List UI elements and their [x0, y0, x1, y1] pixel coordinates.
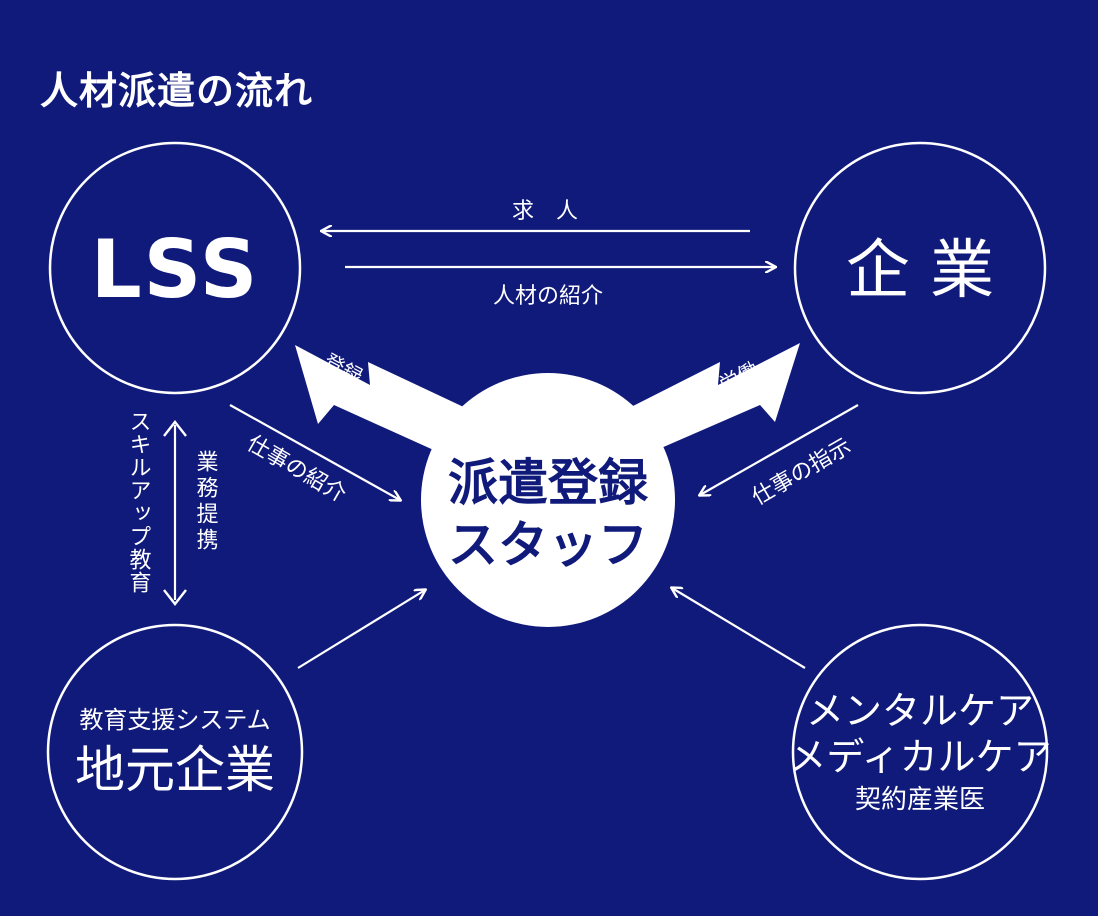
- alliance-arrowhead-bottom: [163, 589, 187, 606]
- node-center-line1: 派遣登録: [448, 454, 649, 512]
- skillup-label: スキルアップ教育: [126, 410, 152, 594]
- node-care-line1: メンタルケア: [806, 689, 1034, 733]
- node-local-circle: [46, 623, 304, 881]
- labor-arrow: [625, 343, 800, 452]
- alliance-arrowhead-top: [163, 420, 187, 437]
- node-local-line2: 地元企業: [75, 741, 275, 799]
- node-care-line2: メディカルケア: [788, 735, 1051, 779]
- care-to-center-arrow: [672, 588, 806, 669]
- job-offer-label: 求 人: [512, 199, 578, 224]
- node-care-line3: 契約産業医: [855, 785, 985, 815]
- node-center-line2: スタッフ: [448, 516, 648, 574]
- node-care-circle: [791, 623, 1049, 881]
- work-instruction-arrow: [700, 404, 859, 495]
- node-lss-label: LSS: [91, 223, 260, 316]
- talent-intro-label: 人材の紹介: [493, 284, 603, 309]
- work-instruction-label: 仕事の指示: [748, 434, 856, 511]
- local-to-center-arrow: [297, 590, 425, 669]
- node-lss-circle: [48, 141, 302, 395]
- diagram-title: 人材派遣の流れ: [40, 69, 314, 113]
- node-company-label: 企 業: [846, 234, 994, 308]
- alliance-label: 業務提携: [193, 450, 219, 554]
- node-center-circle: [421, 373, 675, 627]
- node-company-circle: [793, 141, 1047, 395]
- register-arrow: [295, 345, 470, 452]
- job-intro-arrow: [229, 404, 400, 500]
- node-local-line1: 教育支援システム: [79, 706, 270, 734]
